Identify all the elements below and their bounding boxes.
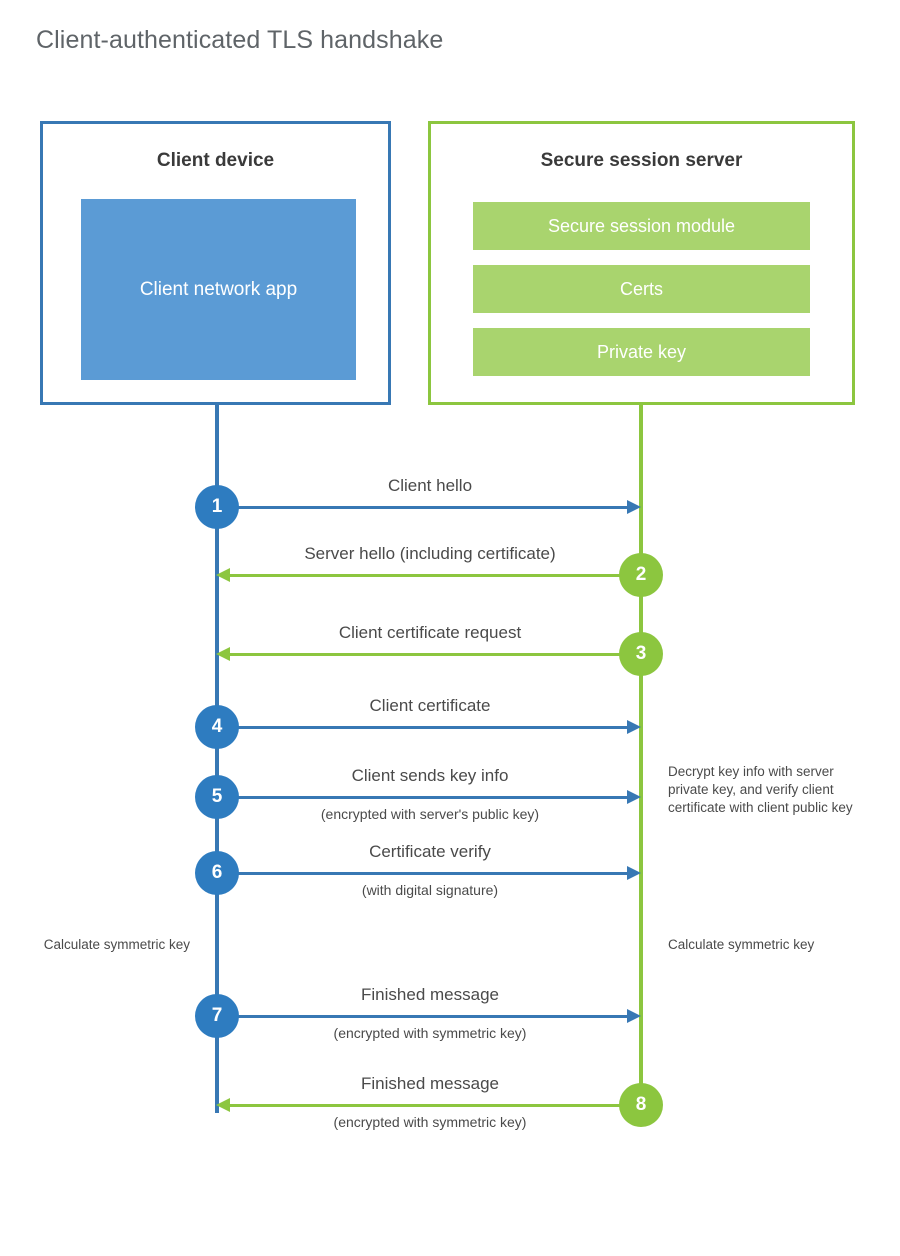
message-label-5: Client sends key info [351,766,509,785]
message-arrow-line-7 [217,1015,635,1018]
server-component-certs: Certs [473,265,810,313]
secure-session-server-title: Secure session server [540,150,743,171]
message-label-3: Client certificate request [338,623,522,642]
server-decrypt-annotation: Decrypt key info with server private key… [668,764,853,815]
message-sublabel-7: (encrypted with symmetric key) [333,1025,527,1041]
client-lifeline [215,405,219,1113]
message-label-2: Server hello (including certificate) [304,544,556,563]
server-component-private-key: Private key [473,328,810,376]
message-sublabel-8: (encrypted with symmetric key) [333,1114,527,1130]
message-arrow-line-3 [223,653,639,656]
arrowhead-icon-5 [627,790,641,804]
client-network-app-block: Client network app [81,199,356,380]
arrowhead-icon-4 [627,720,641,734]
step-badge-1: 1 [195,485,239,529]
arrowhead-icon-8 [216,1098,230,1112]
server-calculate-symmetric-key-annotation: Calculate symmetric key [668,937,815,952]
arrowhead-icon-7 [627,1009,641,1023]
message-arrow-line-8 [223,1104,639,1107]
step-badge-5: 5 [195,775,239,819]
arrowhead-icon-3 [216,647,230,661]
message-label-7: Finished message [361,985,499,1004]
step-badge-3: 3 [619,632,663,676]
message-arrow-line-4 [217,726,635,729]
step-badge-7: 7 [195,994,239,1038]
message-label-8: Finished message [361,1074,499,1093]
client-device-box: Client device Client network app [40,121,391,405]
message-arrow-line-2 [223,574,639,577]
message-arrow-line-6 [217,872,635,875]
client-calculate-symmetric-key-annotation: Calculate symmetric key [43,937,190,952]
server-lifeline [639,405,643,1105]
step-badge-6: 6 [195,851,239,895]
arrowhead-icon-6 [627,866,641,880]
arrowhead-icon-2 [216,568,230,582]
message-arrow-line-5 [217,796,635,799]
message-arrow-line-1 [217,506,635,509]
message-sublabel-6: (with digital signature) [361,882,499,898]
step-badge-8: 8 [619,1083,663,1127]
client-device-title: Client device [156,150,275,171]
page-title: Client-authenticated TLS handshake [36,26,444,54]
server-component-secure-session-module: Secure session module [473,202,810,250]
step-badge-4: 4 [195,705,239,749]
secure-session-server-box: Secure session server Secure session mod… [428,121,855,405]
arrowhead-icon-1 [627,500,641,514]
message-label-4: Client certificate [369,696,491,715]
step-badge-2: 2 [619,553,663,597]
message-sublabel-5: (encrypted with server's public key) [320,806,540,822]
message-label-1: Client hello [387,476,473,495]
message-label-6: Certificate verify [369,842,491,861]
